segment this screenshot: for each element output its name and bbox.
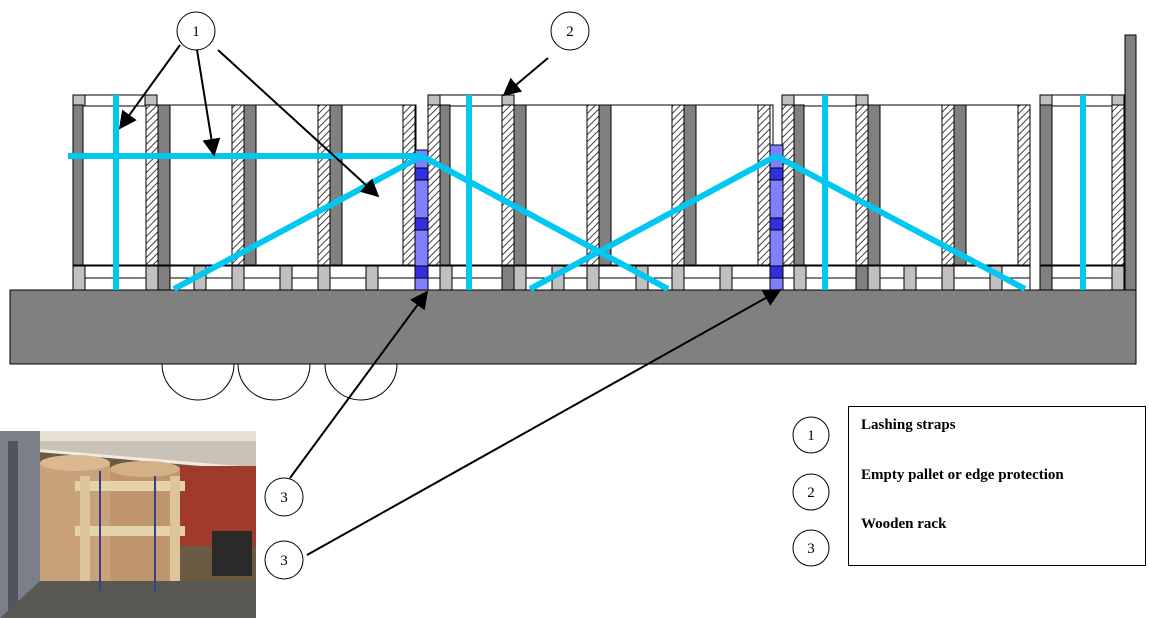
pallet-top-block — [1111, 94, 1125, 107]
callout-arrow — [289, 290, 429, 479]
hatched-post — [1111, 104, 1125, 266]
callout-arrow — [118, 44, 181, 130]
svg-text:1: 1 — [807, 428, 815, 444]
legend-marker-1: 1 — [792, 416, 830, 454]
callout-3a: 3 — [264, 477, 304, 517]
svg-text:3: 3 — [807, 541, 815, 557]
hatched-post — [683, 104, 697, 266]
hatched-post — [781, 104, 795, 266]
callout-3b: 3 — [264, 540, 304, 580]
wooden-rack-2 — [769, 144, 784, 291]
svg-text:1: 1 — [192, 24, 200, 40]
hatched-post — [501, 104, 515, 266]
svg-text:2: 2 — [566, 24, 574, 40]
truck-load-photo — [0, 431, 256, 618]
pallet-top-block — [855, 94, 869, 107]
legend-box: Lashing straps Empty pallet or edge prot… — [848, 406, 1146, 566]
callout-arrow — [306, 289, 782, 556]
hatched-post — [231, 104, 245, 266]
pallet-top-block — [72, 94, 86, 107]
lashing-strap — [528, 153, 778, 292]
callout-arrow — [217, 49, 380, 198]
hatched-post — [953, 104, 967, 266]
hatched-post — [941, 104, 955, 266]
hatched-post — [402, 104, 416, 266]
load-group-1 — [72, 94, 417, 291]
hatched-post — [243, 104, 257, 266]
pallet-top-block — [781, 94, 795, 107]
callout-1: 1 — [176, 11, 216, 51]
svg-text:3: 3 — [280, 553, 288, 569]
callout-arrows — [118, 44, 782, 556]
lashing-strap — [172, 153, 424, 292]
trailer-wheels — [161, 363, 398, 401]
wooden-rack-1 — [414, 149, 429, 291]
paper-roll — [781, 104, 1031, 266]
hatched-post — [757, 104, 771, 266]
legend-marker-3: 3 — [792, 529, 830, 567]
pallet-top-block — [501, 94, 515, 107]
hatched-post — [1017, 104, 1031, 266]
hatched-post — [513, 104, 527, 266]
lashing-straps — [68, 95, 1086, 292]
trailer-rear-post — [1124, 34, 1137, 291]
pallet-top-block — [1039, 94, 1053, 107]
legend-label-lashing-straps: Lashing straps — [861, 417, 956, 433]
trailer-bed — [9, 289, 1137, 365]
pallet-top-block — [144, 94, 158, 107]
hatched-post — [793, 104, 805, 266]
pallet-blocks — [72, 265, 1125, 291]
svg-text:3: 3 — [280, 490, 288, 506]
load-group-4 — [1039, 94, 1126, 291]
pallet-top-block — [427, 94, 441, 107]
legend-label-edge-protection: Empty pallet or edge protection — [861, 467, 1064, 483]
hatched-post — [329, 104, 343, 266]
load-group-2 — [427, 94, 774, 291]
callout-arrow — [196, 49, 221, 157]
hatched-post — [157, 104, 171, 266]
legend-marker-2: 2 — [792, 473, 830, 511]
svg-text:2: 2 — [807, 485, 815, 501]
load-group-3 — [781, 94, 1031, 291]
hatched-post — [598, 104, 612, 266]
hatched-post — [427, 104, 441, 266]
hatched-post — [586, 104, 600, 266]
callout-arrow — [502, 57, 549, 97]
lashing-strap — [774, 153, 1027, 292]
hatched-post — [1039, 104, 1053, 266]
hatched-post — [145, 104, 159, 266]
callout-2: 2 — [550, 11, 590, 51]
wheel — [161, 363, 235, 401]
lashing-strap — [420, 153, 670, 292]
hatched-post — [439, 104, 451, 266]
hatched-post — [867, 104, 881, 266]
hatched-post — [855, 104, 869, 266]
hatched-post — [317, 104, 331, 266]
hatched-post — [671, 104, 685, 266]
hatched-post — [72, 104, 84, 266]
wheel — [237, 363, 311, 401]
legend-label-wooden-rack: Wooden rack — [861, 516, 947, 532]
